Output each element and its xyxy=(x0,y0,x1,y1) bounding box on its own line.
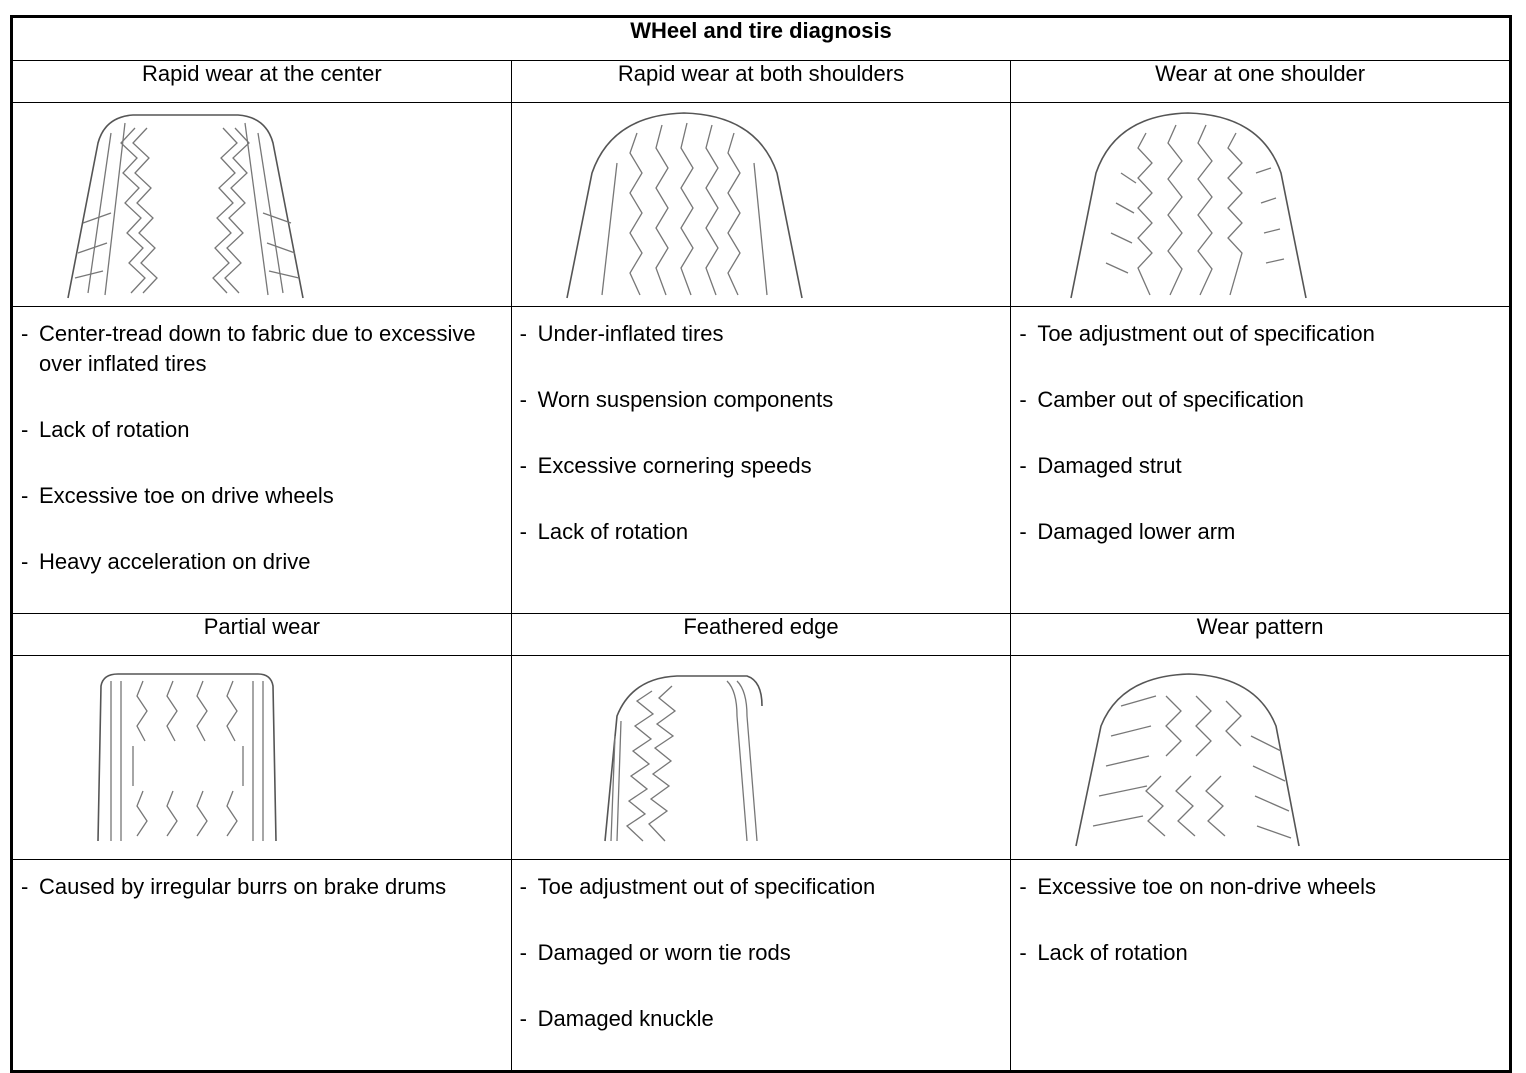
cause-item: Excessive toe on drive wheels xyxy=(21,481,503,511)
cause-item: Heavy acceleration on drive xyxy=(21,547,503,577)
table-title: WHeel and tire diagnosis xyxy=(11,16,1511,61)
cause-item: Camber out of specification xyxy=(1019,385,1501,415)
causes-list: Excessive toe on non-drive wheels Lack o… xyxy=(1011,860,1509,968)
cause-item: Excessive cornering speeds xyxy=(520,451,1003,481)
causes-partial-wear: Caused by irregular burrs on brake drums xyxy=(11,859,512,1072)
cause-item: Worn suspension components xyxy=(520,385,1003,415)
image-cell-feathered-edge xyxy=(510,655,1012,860)
cause-item: Damaged knuckle xyxy=(520,1004,1003,1034)
tire-partial-wear-icon xyxy=(93,656,283,856)
cause-item: Toe adjustment out of specification xyxy=(1019,319,1501,349)
tire-wear-pattern-icon xyxy=(1071,656,1306,856)
cause-item: Lack of rotation xyxy=(520,517,1003,547)
image-cell-center-wear xyxy=(11,102,512,307)
cause-item: Caused by irregular burrs on brake drums xyxy=(21,872,503,902)
causes-list: Center-tread down to fabric due to exces… xyxy=(13,307,511,577)
heading-one-shoulder: Wear at one shoulder xyxy=(1010,60,1511,103)
image-cell-both-shoulders xyxy=(510,102,1012,307)
tire-feathered-edge-icon xyxy=(597,656,777,856)
heading-wear-pattern: Wear pattern xyxy=(1010,613,1511,656)
heading-partial-wear: Partial wear xyxy=(11,613,512,656)
tire-shoulder-wear-icon xyxy=(562,103,807,303)
image-cell-one-shoulder xyxy=(1010,102,1511,307)
cause-item: Excessive toe on non-drive wheels xyxy=(1019,872,1501,902)
causes-list: Caused by irregular burrs on brake drums xyxy=(13,860,511,902)
heading-center-wear: Rapid wear at the center xyxy=(11,60,512,103)
cause-item: Toe adjustment out of specification xyxy=(520,872,1003,902)
tire-center-wear-icon xyxy=(63,103,308,303)
cause-item: Damaged strut xyxy=(1019,451,1501,481)
causes-center-wear: Center-tread down to fabric due to exces… xyxy=(11,306,512,614)
image-cell-partial-wear xyxy=(11,655,512,860)
cause-item: Damaged lower arm xyxy=(1019,517,1501,547)
tire-diagnosis-table: WHeel and tire diagnosis Rapid wear at t… xyxy=(10,15,1512,1073)
heading-feathered-edge: Feathered edge xyxy=(510,613,1012,656)
cause-item: Lack of rotation xyxy=(1019,938,1501,968)
cause-item: Center-tread down to fabric due to exces… xyxy=(21,319,503,379)
image-cell-wear-pattern xyxy=(1010,655,1511,860)
causes-list: Under-inflated tires Worn suspension com… xyxy=(512,307,1011,547)
cause-item: Lack of rotation xyxy=(21,415,503,445)
cause-item: Under-inflated tires xyxy=(520,319,1003,349)
causes-one-shoulder: Toe adjustment out of specification Camb… xyxy=(1010,306,1511,614)
tire-one-shoulder-wear-icon xyxy=(1066,103,1311,303)
heading-both-shoulders: Rapid wear at both shoulders xyxy=(510,60,1012,103)
causes-wear-pattern: Excessive toe on non-drive wheels Lack o… xyxy=(1010,859,1511,1072)
causes-list: Toe adjustment out of specification Dama… xyxy=(512,860,1011,1034)
causes-both-shoulders: Under-inflated tires Worn suspension com… xyxy=(510,306,1012,614)
causes-list: Toe adjustment out of specification Camb… xyxy=(1011,307,1509,547)
cause-item: Damaged or worn tie rods xyxy=(520,938,1003,968)
causes-feathered-edge: Toe adjustment out of specification Dama… xyxy=(510,859,1012,1072)
